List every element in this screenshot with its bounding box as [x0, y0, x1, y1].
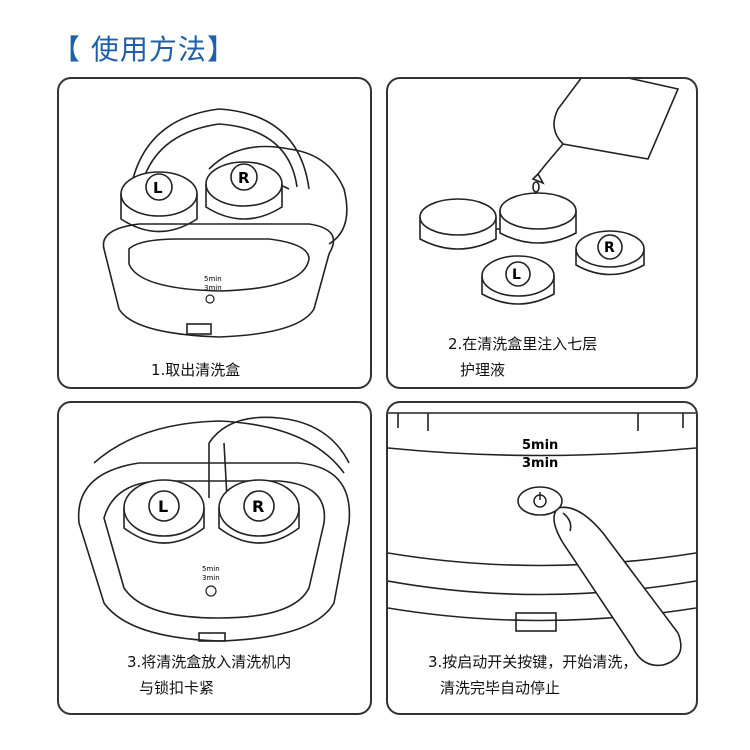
step-2-caption: 2.在清洗盒里注入七层 护理液 — [448, 331, 597, 383]
step-3-panel: L R 5min 3min 3.将清洗盒放入清洗机内 与锁扣卡紧 — [57, 401, 372, 715]
right-cap-letter: R — [604, 240, 615, 256]
step-4-panel: 5min 3min 3.按启动开关按键，开始清洗， 清洗完毕自动停止 — [386, 401, 698, 715]
left-case-letter: L — [153, 179, 163, 197]
step-2-line-2: 护理液 — [460, 361, 506, 379]
step-2-illustration: L R — [419, 79, 680, 305]
power-icon — [205, 294, 215, 304]
timer-label-b: 3min — [204, 284, 222, 292]
timer-label-a: 5min — [522, 438, 558, 453]
step-2-line-1: 2.在清洗盒里注入七层 — [448, 335, 598, 353]
timer-label-a: 5min — [204, 275, 222, 283]
timer-label-b: 3min — [202, 574, 220, 582]
page-title: 【 使用方法】 — [52, 33, 236, 66]
left-lens-case — [123, 479, 205, 544]
right-case-letter: R — [238, 169, 250, 187]
power-icon — [205, 585, 217, 597]
step-4-line-1: 3.按启动开关按键，开始清洗， — [428, 653, 638, 671]
right-case-letter: R — [252, 497, 264, 516]
step-2-panel: L R 2.在清洗盒里注入七层 护理液 — [386, 77, 698, 389]
right-lens-case — [205, 161, 283, 220]
step-3-illustration: L R 5min 3min — [77, 416, 351, 642]
step-1-panel: L R 5min 3min 1.取出清洗盒 — [57, 77, 372, 389]
step-1-line-1: 1.取出清洗盒 — [151, 361, 241, 379]
step-3-line-1: 3.将清洗盒放入清洗机内 — [127, 653, 292, 671]
timer-label-b: 3min — [522, 456, 558, 471]
power-button[interactable] — [517, 486, 563, 516]
left-lens-case — [120, 171, 198, 233]
step-4-caption: 3.按启动开关按键，开始清洗， 清洗完毕自动停止 — [428, 649, 637, 701]
left-cap-letter: L — [512, 267, 521, 283]
step-1-illustration: L R 5min 3min — [102, 108, 348, 338]
left-case-letter: L — [158, 497, 168, 516]
right-lens-case — [218, 479, 300, 544]
step-3-caption: 3.将清洗盒放入清洗机内 与锁扣卡紧 — [127, 649, 291, 701]
step-4-line-2: 清洗完毕自动停止 — [440, 679, 561, 697]
timer-label-a: 5min — [202, 565, 220, 573]
step-1-caption: 1.取出清洗盒 — [151, 357, 240, 383]
step-3-line-2: 与锁扣卡紧 — [139, 679, 215, 697]
step-4-illustration: 5min 3min — [388, 412, 696, 667]
